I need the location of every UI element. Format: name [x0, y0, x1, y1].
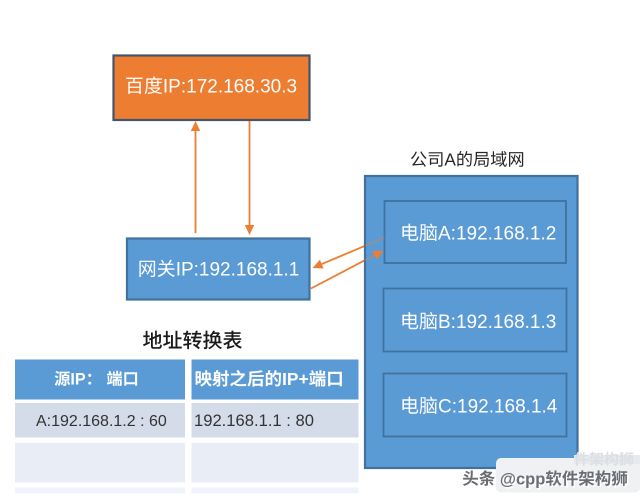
svg-text:IP:192.168.1.1: IP:192.168.1.1 — [176, 260, 300, 281]
svg-text:IP+: IP+ — [282, 369, 309, 389]
svg-text:A:192.168.1.2: A:192.168.1.2 — [438, 224, 556, 245]
svg-text:IP: IP — [70, 371, 85, 389]
svg-text:C:192.168.1.4: C:192.168.1.4 — [438, 397, 558, 418]
svg-text:@cpp: @cpp — [495, 470, 545, 488]
svg-text:192.168.1.1 : 80: 192.168.1.1 : 80 — [194, 411, 314, 430]
svg-text:B:192.168.1.3: B:192.168.1.3 — [438, 312, 556, 333]
svg-text:IP:172.168.30.3: IP:172.168.30.3 — [163, 77, 297, 98]
svg-text:@cpp: @cpp — [497, 472, 547, 490]
svg-text:A:192.168.1.2 : 60: A:192.168.1.2 : 60 — [36, 413, 167, 430]
svg-text:A: A — [444, 150, 456, 170]
